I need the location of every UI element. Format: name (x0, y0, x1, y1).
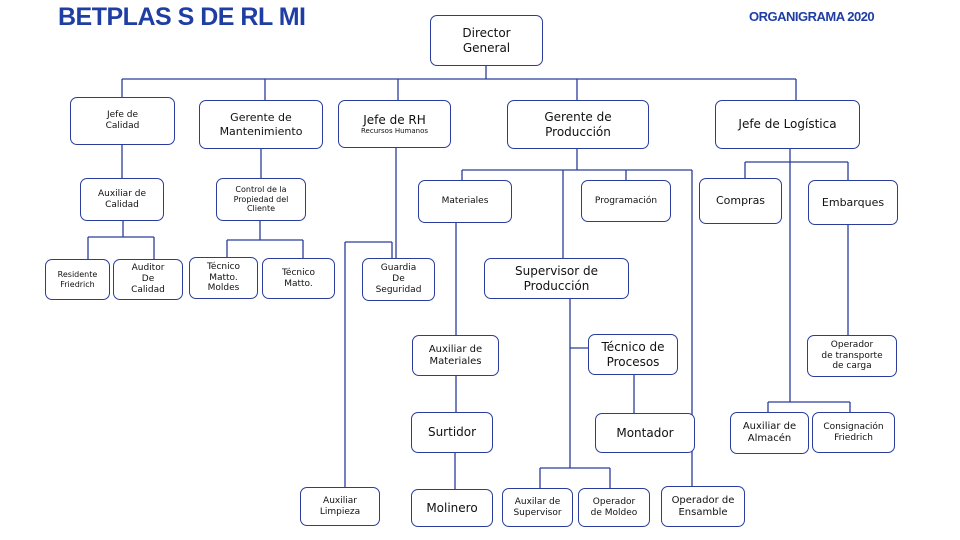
consignacion-friedrich-box: Consignación Friedrich (812, 412, 895, 453)
node-label-line: Consignación (823, 421, 884, 432)
auxiliar-supervisor-box: Auxilar de Supervisor (502, 488, 573, 527)
node-label-line: Matto. (284, 278, 313, 289)
node-label-line: Jefe de Logística (738, 117, 837, 132)
gerente-mantenimiento-box: Gerente de Mantenimiento (199, 100, 323, 149)
chart-title: ORGANIGRAMA 2020 (749, 9, 875, 24)
auditor-calidad-box: Auditor De Calidad (113, 259, 183, 300)
tecnico-procesos-box: Técnico de Procesos (588, 334, 678, 375)
node-label-line: Matto. (209, 272, 238, 283)
node-label-line: Gerente de (544, 110, 612, 125)
node-label-line: Materiales (429, 355, 482, 367)
node-label-line: Auditor (131, 263, 165, 274)
node-label-line: Mantenimiento (219, 124, 303, 138)
node-label-line: de carga (832, 361, 872, 372)
tecnico-moldes-box: Técnico Matto. Moldes (189, 257, 258, 299)
node-label-line: Ensamble (678, 506, 728, 518)
node-label-line: Procesos (606, 354, 660, 369)
node-label-line: Calidad (131, 284, 165, 295)
node-label-line: De (392, 274, 405, 285)
node-label-line: Producción (545, 124, 611, 139)
node-label-line: de transporte (821, 350, 883, 361)
node-label-line: Auxiliar de (97, 188, 146, 199)
node-label-line: Programación (594, 195, 658, 206)
node-label-line: De (141, 274, 155, 285)
node-label-line: Supervisor de (515, 264, 598, 279)
node-label-line: Director (462, 26, 511, 41)
operador-ensamble-box: Operador de Ensamble (661, 486, 745, 527)
node-label-line: Gerente de (230, 111, 292, 125)
operador-transporte-box: Operador de transporte de carga (807, 335, 897, 377)
compras-box: Compras (699, 178, 782, 224)
node-label-line: Guardia (380, 263, 417, 274)
company-title: BETPLAS S DE RL MI (58, 3, 306, 31)
node-label-line: Técnico (206, 261, 241, 272)
auxiliar-materiales-box: Auxiliar de Materiales (412, 335, 499, 376)
node-label-line: Auxilar de (514, 496, 561, 507)
gerente-produccion-box: Gerente de Producción (507, 100, 649, 149)
montador-box: Montador (595, 413, 695, 453)
node-label-line: Propiedad del (233, 194, 289, 204)
node-label-line: Calidad (105, 121, 140, 131)
supervisor-produccion-box: Supervisor de Producción (484, 258, 629, 299)
node-label-line: Operador (830, 339, 874, 350)
node-label-line: Montador (616, 425, 674, 440)
node-label-line: Auxiliar (323, 495, 357, 506)
control-propiedad-box: Control de la Propiedad del Cliente (216, 178, 306, 221)
node-label-line: Supervisor (513, 507, 562, 518)
node-label-line: Compras (715, 194, 766, 208)
node-label-line: Seguridad (375, 284, 422, 295)
molinero-box: Molinero (411, 489, 493, 527)
tecnico-matto-box: Técnico Matto. (262, 258, 335, 299)
auxiliar-almacen-box: Auxiliar de Almacén (730, 412, 809, 454)
node-label-line: Técnico (281, 267, 316, 278)
node-label-line: Auxiliar de (428, 343, 483, 355)
jefe-logistica-box: Jefe de Logística (715, 100, 860, 149)
node-label-line: Friedrich (834, 432, 873, 443)
node-label-line: Jefe de (106, 110, 138, 121)
node-label-line: Cliente (246, 204, 276, 214)
auxiliar-calidad-box: Auxiliar de Calidad (80, 178, 164, 221)
node-label-line: Embarques (821, 195, 885, 209)
node-sublabel: Recursos Humanos (361, 127, 428, 135)
node-label-line: Friedrich (60, 279, 95, 289)
node-label-line: Limpieza (319, 506, 361, 517)
node-label-line: Almacén (747, 433, 792, 444)
node-label-line: Residente (57, 269, 98, 279)
operador-moldeo-box: Operador de Moldeo (578, 488, 650, 527)
node-label-line: Operador de (671, 494, 735, 506)
node-label-line: General (462, 40, 511, 55)
node-label-line: Auxiliar de (742, 421, 797, 432)
programacion-box: Programación (581, 180, 671, 222)
embarques-box: Embarques (808, 180, 898, 225)
materiales-box: Materiales (418, 180, 512, 223)
node-label-line: Control de la (235, 185, 287, 195)
node-label-line: Operador (592, 496, 636, 507)
node-label-line: Técnico de (601, 340, 665, 355)
residente-friedrich-box: Residente Friedrich (45, 259, 110, 300)
guardia-seguridad-box: Guardia De Seguridad (362, 258, 435, 301)
node-label-line: Surtidor (427, 425, 477, 440)
node-label-line: Molinero (426, 500, 478, 515)
node-label-line: Materiales (441, 196, 489, 207)
jefe-rh-box: Jefe de RH Recursos Humanos (338, 100, 451, 148)
director-general-box: Director General (430, 15, 543, 66)
node-label-line: Producción (523, 278, 590, 293)
node-label-line: Jefe de RH (363, 112, 426, 127)
surtidor-box: Surtidor (411, 412, 493, 453)
node-label-line: Moldes (207, 283, 240, 294)
jefe-calidad-box: Jefe de Calidad (70, 97, 175, 145)
node-label-line: Calidad (105, 199, 139, 210)
node-label-line: de Moldeo (590, 507, 638, 518)
auxiliar-limpieza-box: Auxiliar Limpieza (300, 487, 380, 526)
